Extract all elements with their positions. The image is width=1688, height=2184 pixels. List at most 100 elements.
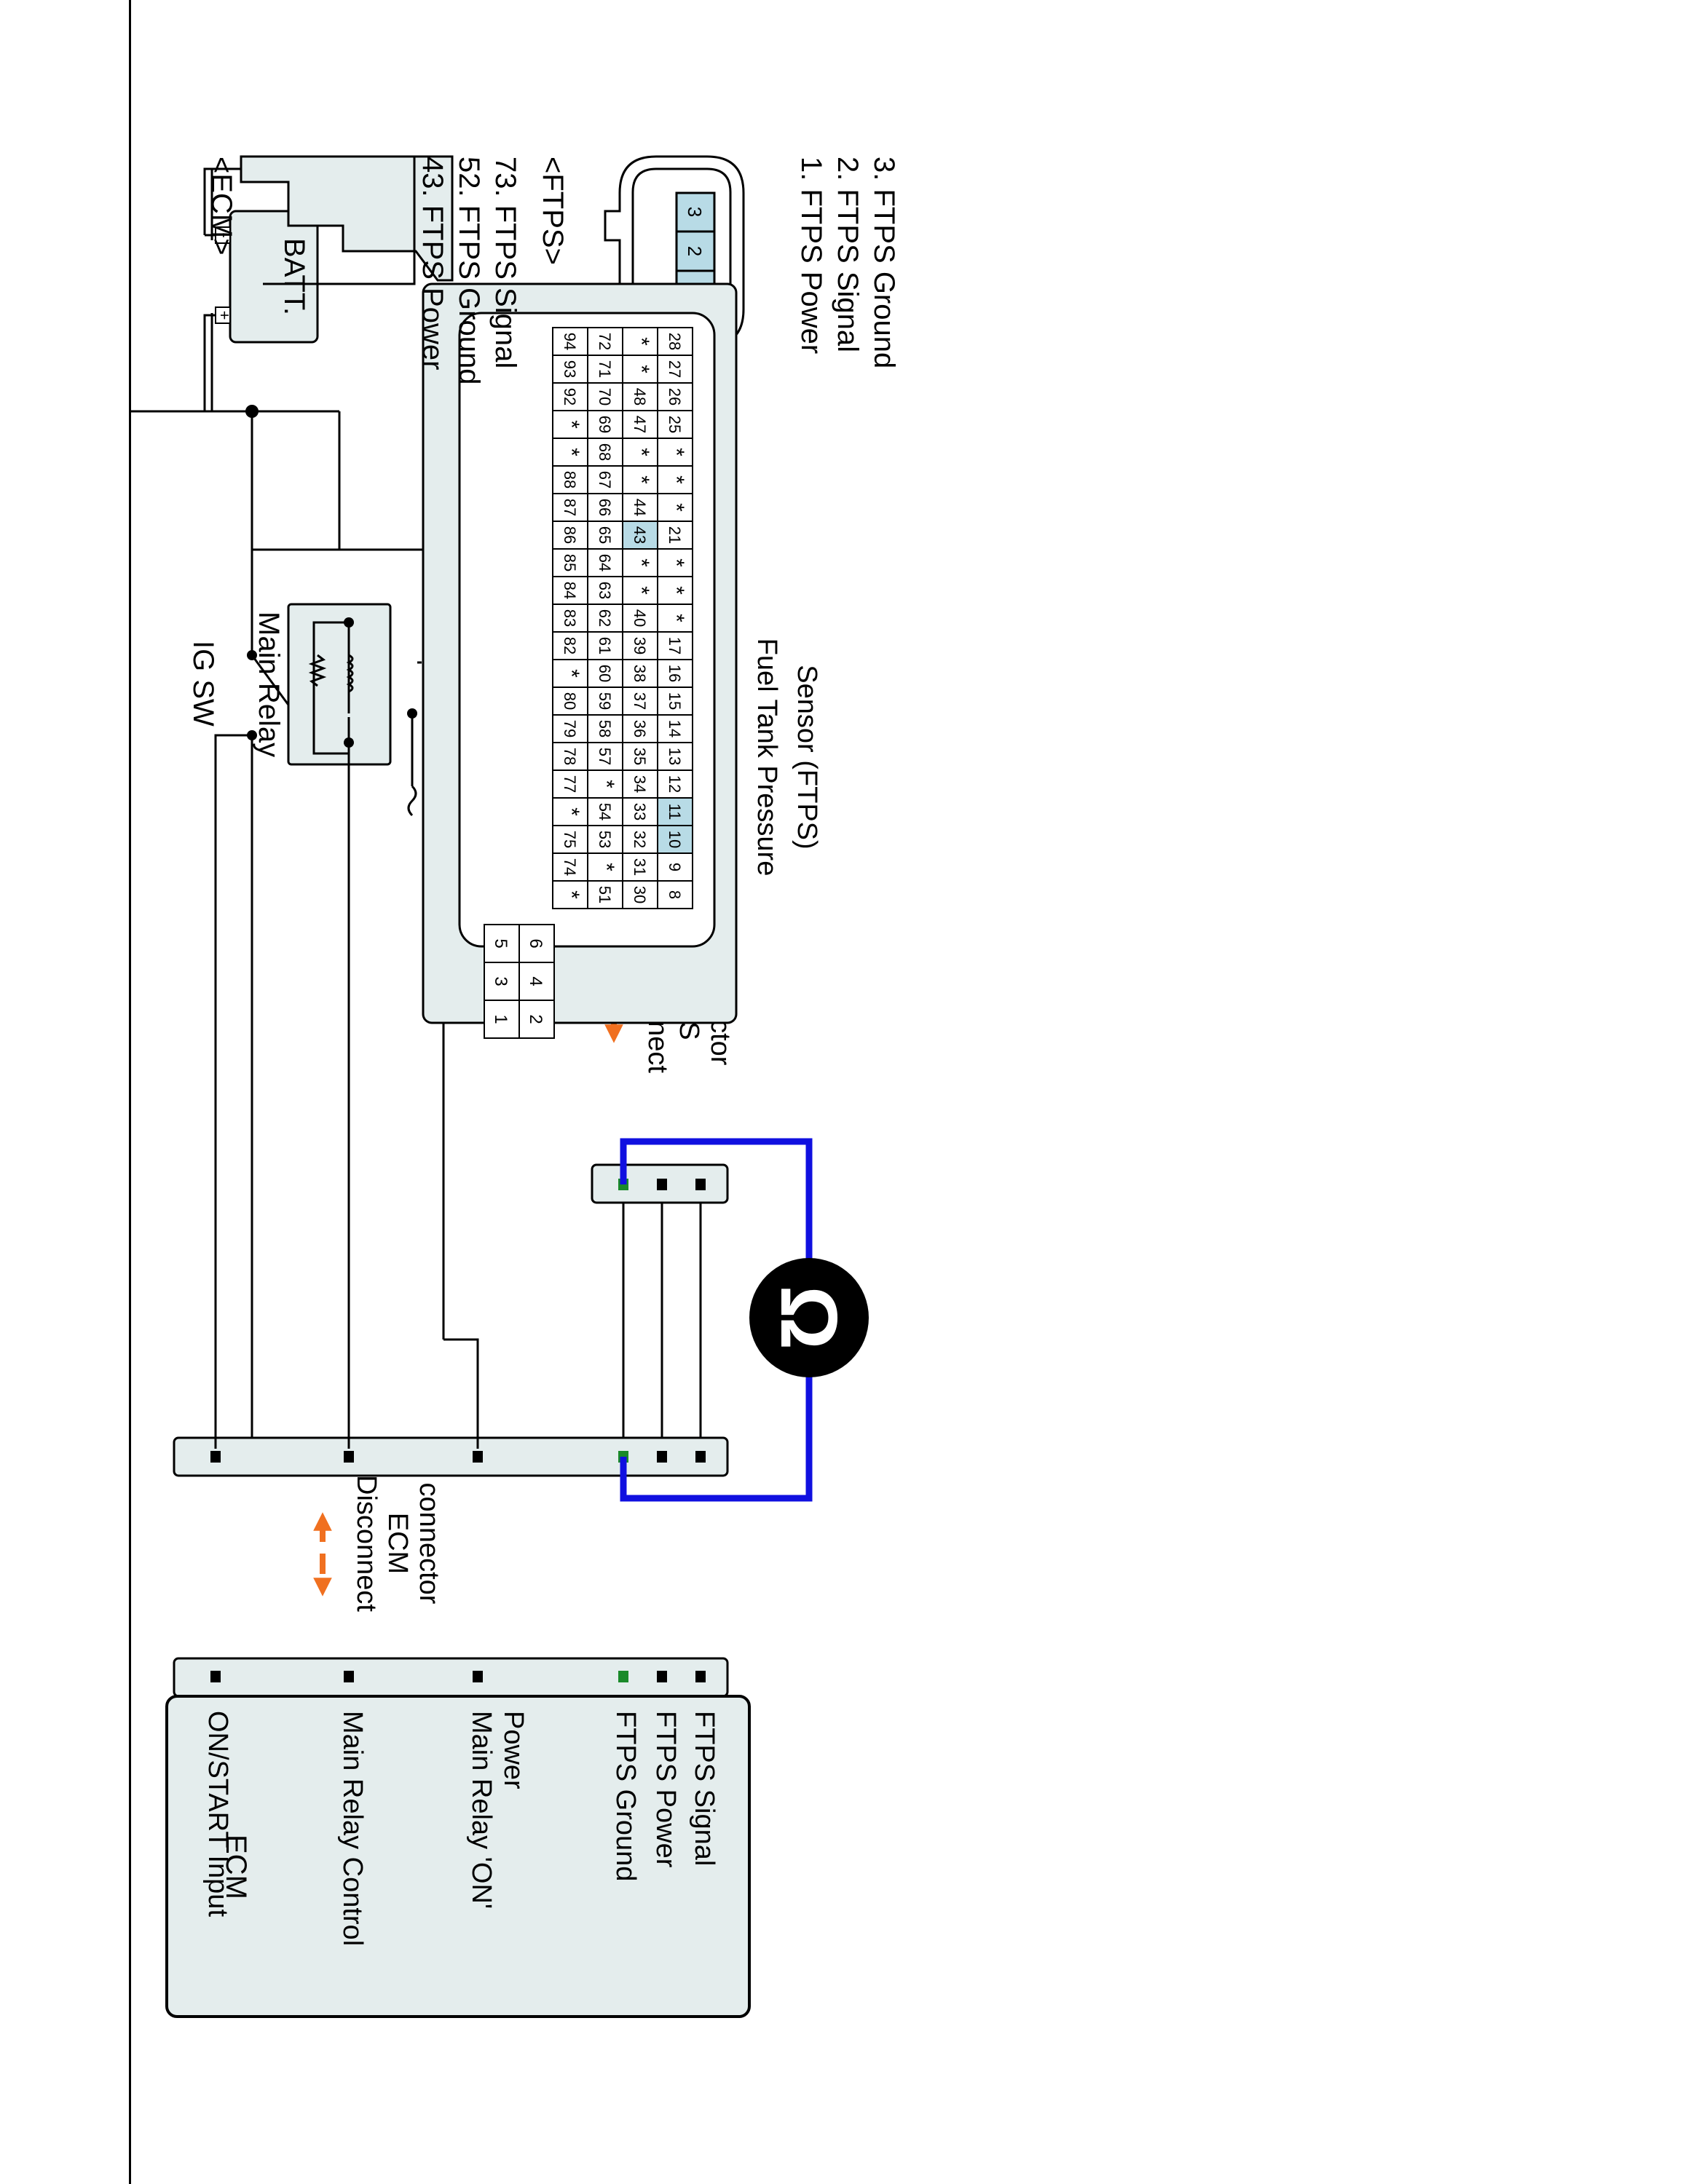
ecm-extra-pin-cell <box>484 1000 520 1039</box>
ecm-pin-number: 88 <box>561 471 579 488</box>
ecm-pin-label: Main Relay 'ON' <box>466 1711 497 1909</box>
ecm-pin-number: 39 <box>631 637 649 654</box>
ecm-pin-number: 92 <box>561 388 579 405</box>
ecm-pin-number: 44 <box>631 499 649 516</box>
ecm-pin-number: 86 <box>561 526 579 544</box>
ecm-pin-label: Main Relay Control <box>337 1711 368 1946</box>
ecm-pin-number: 94 <box>561 333 579 350</box>
ecm-pin-number: * <box>664 614 688 622</box>
ecm-extra-pin-number: 2 <box>526 1014 545 1024</box>
ftps-pin-3: 3 <box>684 207 706 217</box>
ecm-pin-number: 61 <box>596 637 614 654</box>
ecm-pin-number: 62 <box>596 609 614 627</box>
ecm-legend-item: 43. FTPS Power <box>417 157 449 370</box>
ecm-pin-number: 47 <box>631 416 649 433</box>
ecm-disconnect-line2: ECM <box>382 1513 413 1574</box>
ecm-pin-number: 64 <box>596 554 614 571</box>
ecm-pin-label: FTPS Ground <box>610 1711 641 1881</box>
ecm-pin-number: * <box>629 475 653 484</box>
ecm-pin-number: * <box>559 420 583 429</box>
ecm-pin-number: * <box>629 337 653 346</box>
ecm-pin-cell <box>657 880 693 909</box>
wiring-diagram: BATT. - + <box>131 155 900 2018</box>
ecm-pin-label: ON/START Input <box>202 1711 233 1917</box>
ecm-pin-number: * <box>629 365 653 373</box>
ecm-extra-pin-number: 1 <box>491 1014 510 1024</box>
sensor-label-line1: Fuel Tank Pressure <box>752 638 782 877</box>
ecm-pin-number: 65 <box>596 526 614 544</box>
ecm-pin-labels: ON/START Input Main Relay Control Main Rel… <box>202 1711 719 1946</box>
page-frame: BATT. - + <box>129 0 1688 2184</box>
ecm-pin-number: 25 <box>666 416 684 433</box>
ecm-pin-number: * <box>629 448 653 456</box>
ecm-pin-grid: 949392**88878685848382*80797877*7574*727… <box>484 327 693 1039</box>
ecm-extra-pin-number: 6 <box>526 938 545 948</box>
ecm-title: ECM <box>220 1835 252 1899</box>
ecm-pin-number: 28 <box>666 333 684 350</box>
ecm-pin-number: 34 <box>631 775 649 793</box>
ecm-pin-number: * <box>559 807 583 816</box>
ecm-pin-number: 38 <box>631 665 649 682</box>
ecm-pin-number: 72 <box>596 333 614 350</box>
ecm-pin-number: 54 <box>596 803 614 820</box>
ecm-pin-number: 30 <box>631 886 649 903</box>
battery-label: BATT. <box>278 238 310 315</box>
ohmmeter: Ω <box>620 1138 869 1502</box>
ecm-pin-number: 48 <box>631 388 649 405</box>
ecm-pin-number: * <box>629 558 653 567</box>
ecm-pin-number: 27 <box>666 360 684 378</box>
ecm-pin-number: * <box>664 558 688 567</box>
ecm-pin-number: 75 <box>561 831 579 848</box>
ecm-pin-number: 40 <box>631 609 649 627</box>
ecm-pin-number: 13 <box>666 748 684 765</box>
ecm-pin-number: 80 <box>561 692 579 710</box>
ecm-pin-number: 43 <box>631 526 649 544</box>
ecm-pin-number: 71 <box>596 360 614 378</box>
ecm-pin-number: * <box>664 503 688 512</box>
ecm-pin-number: 85 <box>561 554 579 571</box>
ecm-pin-number: 59 <box>596 692 614 710</box>
battery-plus: + <box>216 311 234 320</box>
ohm-symbol: Ω <box>764 1286 853 1350</box>
ecm-pin-number: 15 <box>666 692 684 710</box>
ecm-feed-wires <box>214 734 479 1449</box>
ecm-pin-number: * <box>594 780 618 788</box>
ftps-legend-title: <FTPS> <box>537 157 569 265</box>
ftps-legend-item: 3. FTPS Ground <box>868 157 900 368</box>
ecm-pin-number: 11 <box>666 804 684 820</box>
ecm-pin-number: 8 <box>666 890 684 899</box>
junction-dot <box>245 405 259 418</box>
ecm-extra-pin-number: 5 <box>491 938 510 948</box>
ecm-harness-connector <box>173 1436 729 1477</box>
ecm-disconnect-line3: connector <box>414 1483 444 1605</box>
ecm-disconnect: Disconnect ECM connector <box>313 1475 444 1612</box>
harness-wires <box>622 1203 702 1449</box>
ecm-disconnect-line1: Disconnect <box>351 1475 382 1612</box>
ecm-pin-number: * <box>559 890 583 899</box>
ecm-legend-item: 73. FTPS Signal <box>489 157 521 368</box>
ecm-pin-number: 9 <box>666 863 684 871</box>
ecm-pin-number: * <box>664 586 688 595</box>
ecm-pin-number: 10 <box>666 831 684 848</box>
ecm-pin-number: 57 <box>596 748 614 765</box>
ecm-pin-label-line2: Power <box>498 1711 529 1789</box>
ecm-pin-number: 35 <box>631 748 649 765</box>
ecm-pin-number: 36 <box>631 720 649 737</box>
main-relay: Main Relay <box>253 603 457 766</box>
ecm-extra-pin-number: 3 <box>491 976 510 986</box>
ecm-pin-number: 16 <box>666 665 684 682</box>
ecm-pin-number: * <box>664 448 688 456</box>
ecm-pin-number: 77 <box>561 775 579 793</box>
ecm-pin-number: 69 <box>596 416 614 433</box>
ecm-pin-number: 79 <box>561 720 579 737</box>
ecm-pin-number: 53 <box>596 831 614 848</box>
ecm-pin-number: 74 <box>561 858 579 876</box>
ecm-pin-number: * <box>629 586 653 595</box>
ecm-pin-number: 31 <box>631 858 649 876</box>
ecm-pin-number: 87 <box>561 499 579 516</box>
ftps-legend-item: 1. FTPS Power <box>795 157 827 354</box>
ig-sw-contact <box>247 650 257 660</box>
ecm-box: ECM <box>165 1657 751 2018</box>
